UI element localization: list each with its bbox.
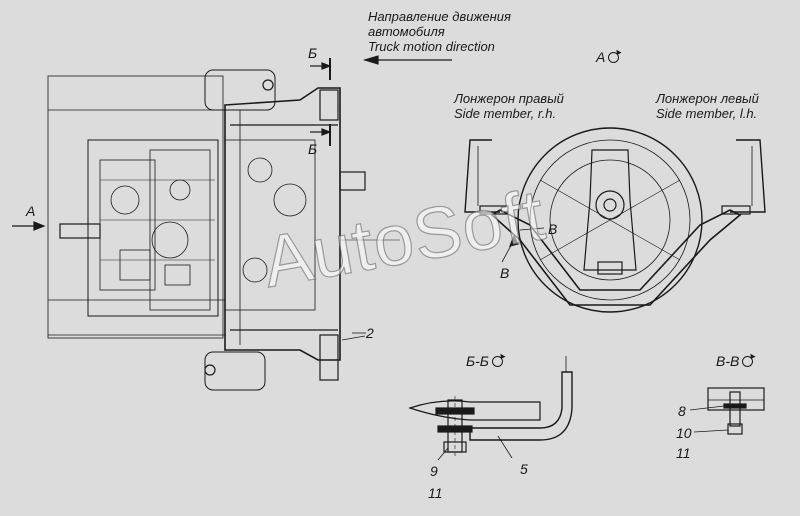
direction-ru-line1: Направление движения xyxy=(368,9,511,24)
view-a-arrow xyxy=(12,221,46,231)
rotation-icon xyxy=(608,52,620,63)
view-a-marker: A xyxy=(26,203,36,219)
part-11-section-vv: 11 xyxy=(676,445,691,461)
main-view-gearbox xyxy=(47,69,276,391)
side-member-left-ru: Лонжерон левый xyxy=(656,91,759,106)
section-vv-drawing xyxy=(689,387,765,435)
view-a-title-text: A xyxy=(596,49,606,65)
section-bb-title-text: Б-Б xyxy=(466,353,489,369)
v-mark-2: В xyxy=(500,265,510,281)
side-member-right-ru: Лонжерон правый xyxy=(454,91,564,106)
mounting-bracket xyxy=(224,87,400,381)
part-5: 5 xyxy=(520,461,528,477)
direction-en: Truck motion direction xyxy=(368,39,495,54)
rotation-icon xyxy=(742,356,754,367)
part-10: 10 xyxy=(676,425,692,441)
section-vv-title-text: В-В xyxy=(716,353,740,369)
motion-direction-arrow xyxy=(362,55,452,65)
section-bb-drawing xyxy=(408,356,573,461)
v-mark-1: В xyxy=(548,221,558,237)
part-11-section-bb: 11 xyxy=(428,485,443,501)
rotation-icon xyxy=(491,356,503,367)
section-b-top: Б xyxy=(308,45,318,61)
part-8: 8 xyxy=(678,403,686,419)
section-cut-marks xyxy=(310,58,332,146)
view-a-title: A xyxy=(596,49,620,65)
side-member-left-en: Side member, l.h. xyxy=(656,106,758,121)
view-a-drawing xyxy=(464,127,766,313)
part-9: 9 xyxy=(430,463,438,479)
part-2: 2 xyxy=(366,325,374,341)
side-member-right-en: Side member, r.h. xyxy=(454,106,557,121)
section-vv-title: В-В xyxy=(716,353,754,369)
section-b-bottom: Б xyxy=(308,141,318,157)
section-bb-title: Б-Б xyxy=(466,354,503,368)
leader-part-2 xyxy=(341,335,366,341)
direction-ru-line2: автомобиля xyxy=(368,24,445,39)
